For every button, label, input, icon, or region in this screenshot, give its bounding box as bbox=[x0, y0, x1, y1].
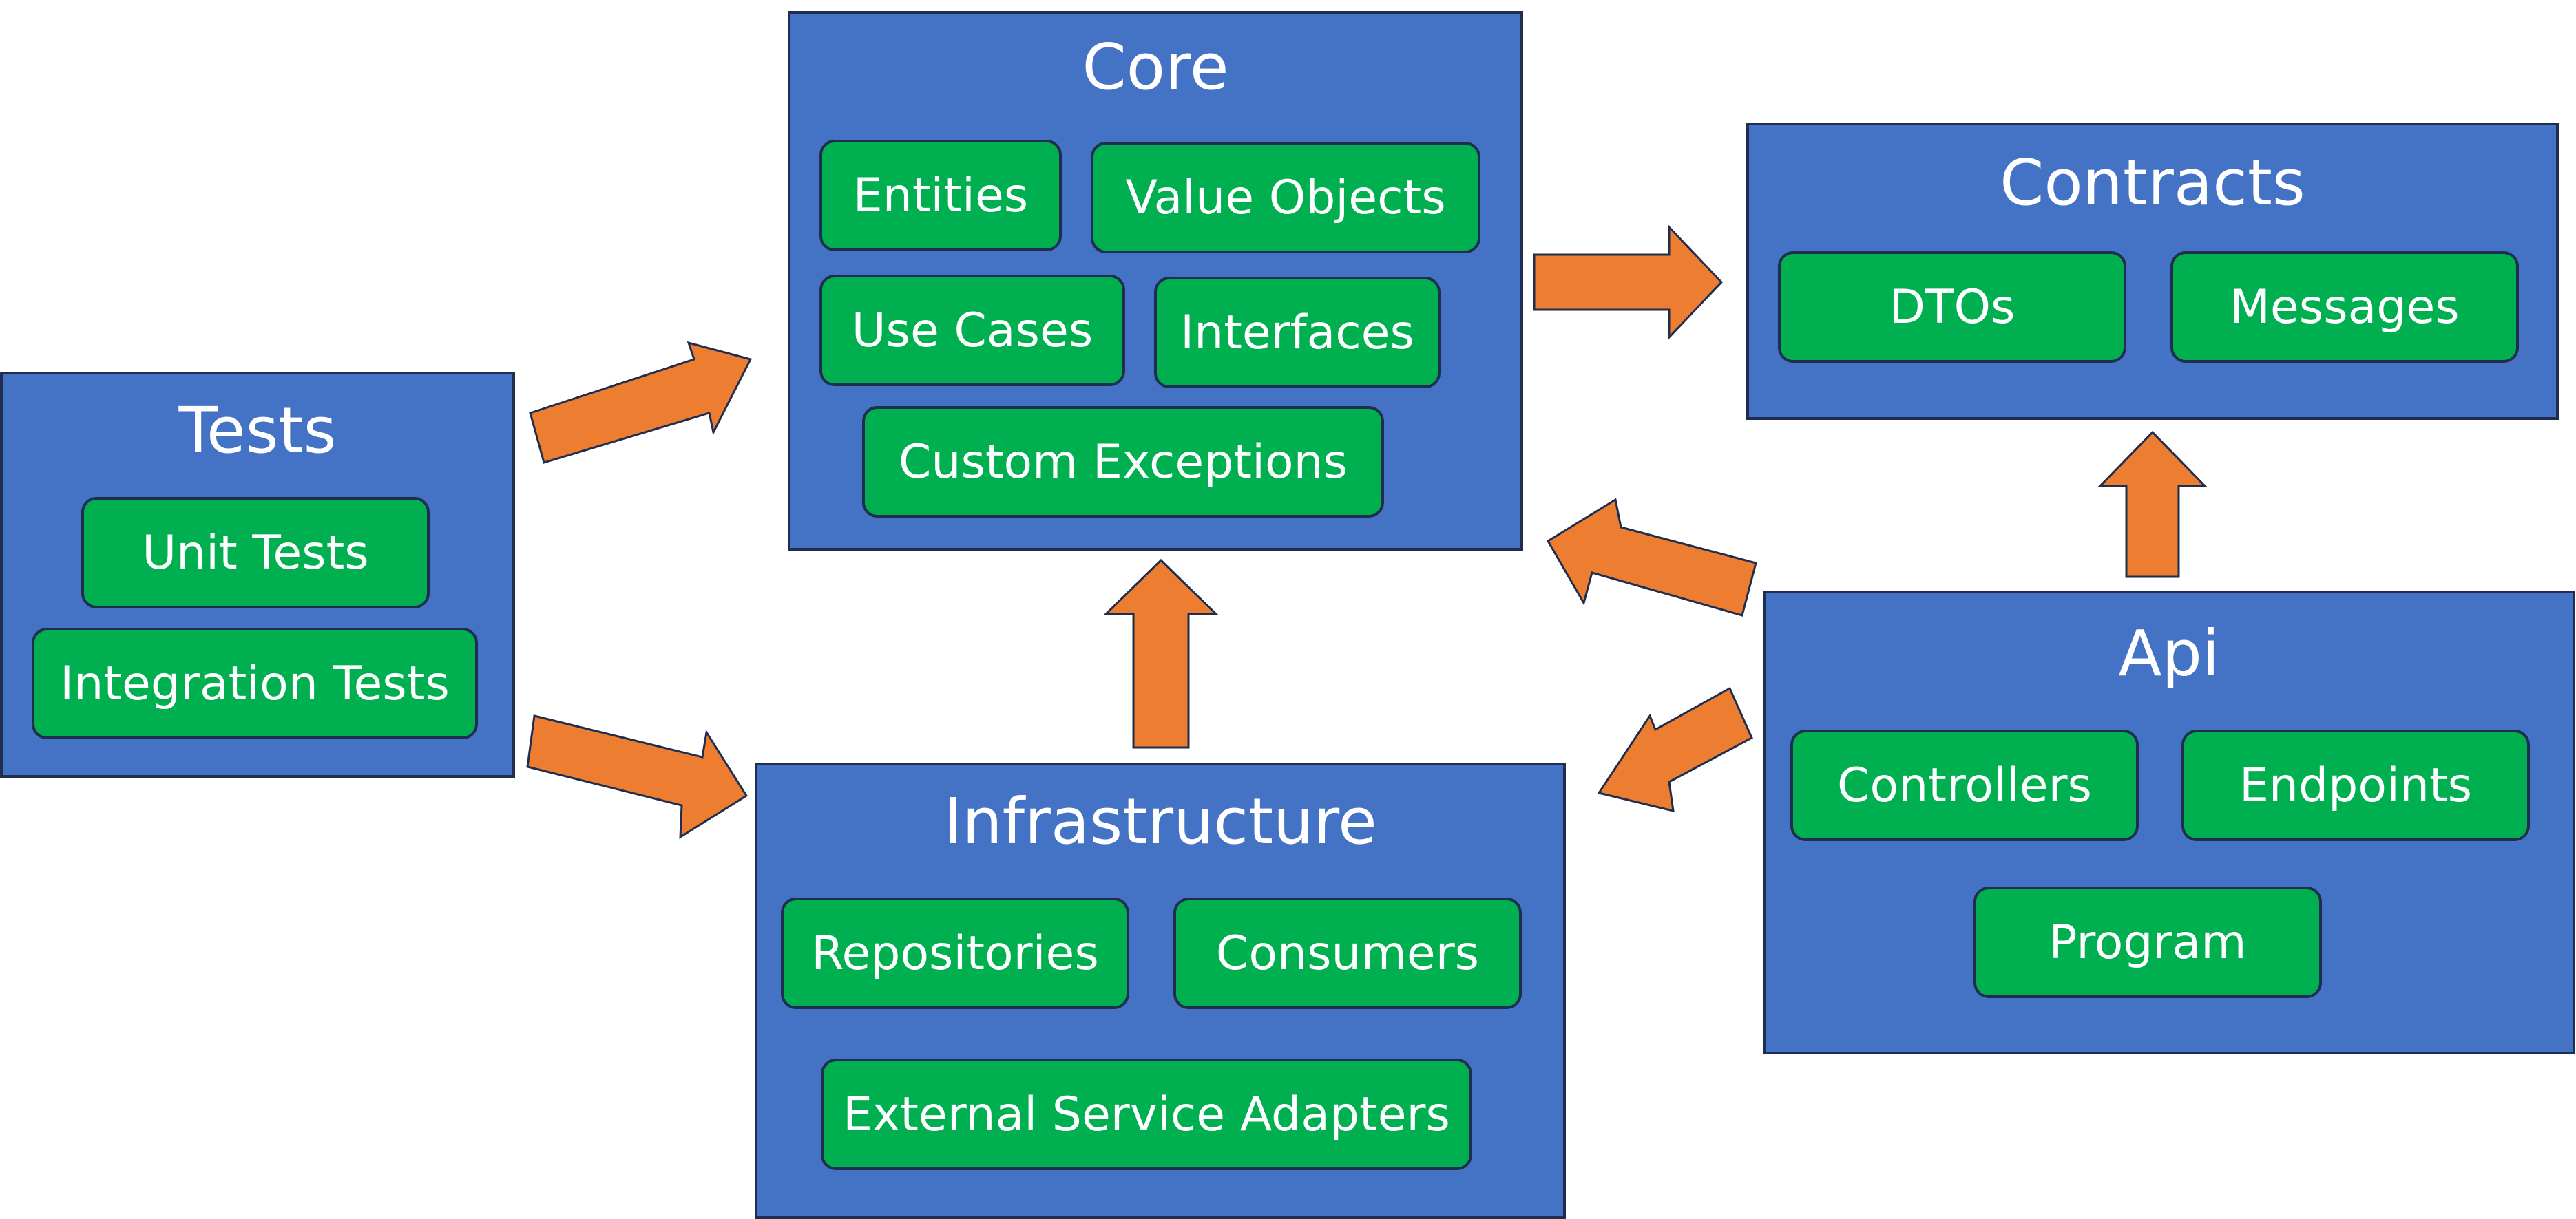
api-container: Api Controllers Endpoints Program bbox=[1763, 591, 2575, 1054]
component-use-cases: Use Cases bbox=[819, 275, 1125, 386]
core-title: Core bbox=[1082, 30, 1229, 104]
contracts-title: Contracts bbox=[2000, 146, 2305, 220]
component-consumers: Consumers bbox=[1173, 898, 1522, 1009]
component-value-objects: Value Objects bbox=[1091, 142, 1480, 253]
arrow-tests-to-infrastructure bbox=[526, 714, 748, 839]
contracts-container: Contracts DTOs Messages bbox=[1746, 123, 2559, 420]
arrow-tests-to-core bbox=[529, 341, 753, 464]
component-custom-exceptions: Custom Exceptions bbox=[862, 406, 1384, 518]
tests-title: Tests bbox=[178, 394, 337, 467]
component-repositories: Repositories bbox=[781, 898, 1129, 1009]
component-external-service-adapters: External Service Adapters bbox=[821, 1059, 1472, 1170]
component-endpoints: Endpoints bbox=[2181, 730, 2530, 841]
core-container: Core Entities Value Objects Use Cases In… bbox=[788, 11, 1523, 551]
component-program: Program bbox=[1973, 887, 2322, 998]
component-entities: Entities bbox=[819, 140, 1062, 251]
component-controllers: Controllers bbox=[1790, 730, 2139, 841]
arrow-infrastructure-to-core bbox=[1103, 558, 1219, 749]
component-integration-tests: Integration Tests bbox=[32, 628, 478, 739]
arrow-api-to-contracts bbox=[2097, 430, 2208, 578]
api-title: Api bbox=[2118, 617, 2220, 690]
component-interfaces: Interfaces bbox=[1154, 277, 1441, 388]
arrow-api-to-core bbox=[1546, 498, 1757, 617]
component-unit-tests: Unit Tests bbox=[81, 497, 430, 608]
component-dtos: DTOs bbox=[1778, 251, 2126, 363]
arrow-core-to-contracts bbox=[1533, 224, 1724, 340]
infrastructure-title: Infrastructure bbox=[943, 785, 1377, 858]
infrastructure-container: Infrastructure Repositories Consumers Ex… bbox=[755, 763, 1566, 1219]
arrow-api-to-infrastructure bbox=[1597, 686, 1753, 812]
component-messages: Messages bbox=[2170, 251, 2519, 363]
tests-container: Tests Unit Tests Integration Tests bbox=[0, 372, 515, 778]
